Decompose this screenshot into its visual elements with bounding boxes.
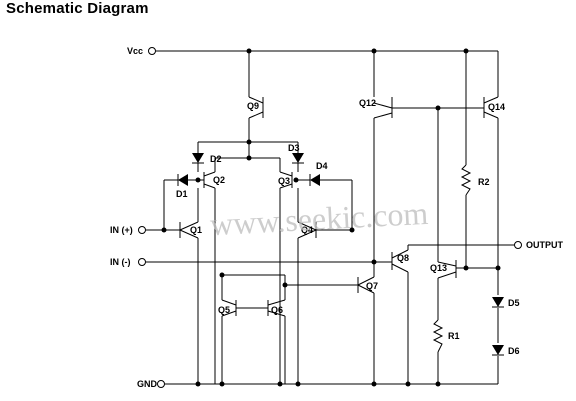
label-q6: Q6 (271, 305, 283, 315)
junctions (161, 48, 501, 387)
in-minus-terminal (138, 258, 146, 266)
diode-d1 (177, 174, 188, 186)
label-q12: Q12 (359, 98, 376, 108)
gnd-terminal (157, 380, 165, 388)
label-q7: Q7 (366, 281, 378, 291)
label-q5: Q5 (218, 305, 230, 315)
label-r1: R1 (448, 331, 460, 341)
resistor-r2 (460, 164, 472, 196)
diode-d5 (492, 297, 504, 308)
label-d5: D5 (508, 298, 520, 308)
label-r2: R2 (478, 177, 490, 187)
label-q3: Q3 (278, 176, 290, 186)
watermark: www.seekic.com (209, 195, 429, 242)
in-plus-label: IN (+) (110, 225, 133, 235)
transistor-q2 (203, 171, 216, 189)
label-d4: D4 (316, 161, 328, 171)
transistor-q3 (279, 171, 293, 189)
label-q13: Q13 (430, 263, 447, 273)
output-terminal (514, 241, 522, 249)
vcc-label: Vcc (127, 46, 143, 56)
in-plus-terminal (138, 226, 146, 234)
resistor-r1 (432, 319, 444, 353)
diode-d2 (192, 153, 204, 164)
diode-d6 (492, 345, 504, 356)
output-label: OUTPUT (526, 240, 564, 250)
label-q2: Q2 (213, 175, 225, 185)
vcc-terminal (148, 47, 156, 55)
diode-d4 (309, 174, 320, 186)
gnd-label: GND (137, 379, 158, 389)
label-d2: D2 (210, 154, 222, 164)
label-q1: Q1 (190, 225, 202, 235)
label-d1: D1 (176, 189, 188, 199)
label-q9: Q9 (247, 101, 259, 111)
page-title: Schematic Diagram (6, 0, 149, 17)
label-q4: Q4 (301, 225, 313, 235)
label-d6: D6 (508, 346, 520, 356)
label-q14: Q14 (488, 102, 505, 112)
diode-d3 (292, 153, 304, 164)
label-d3: D3 (288, 143, 300, 153)
label-q8: Q8 (397, 253, 409, 263)
in-minus-label: IN (-) (110, 257, 131, 267)
